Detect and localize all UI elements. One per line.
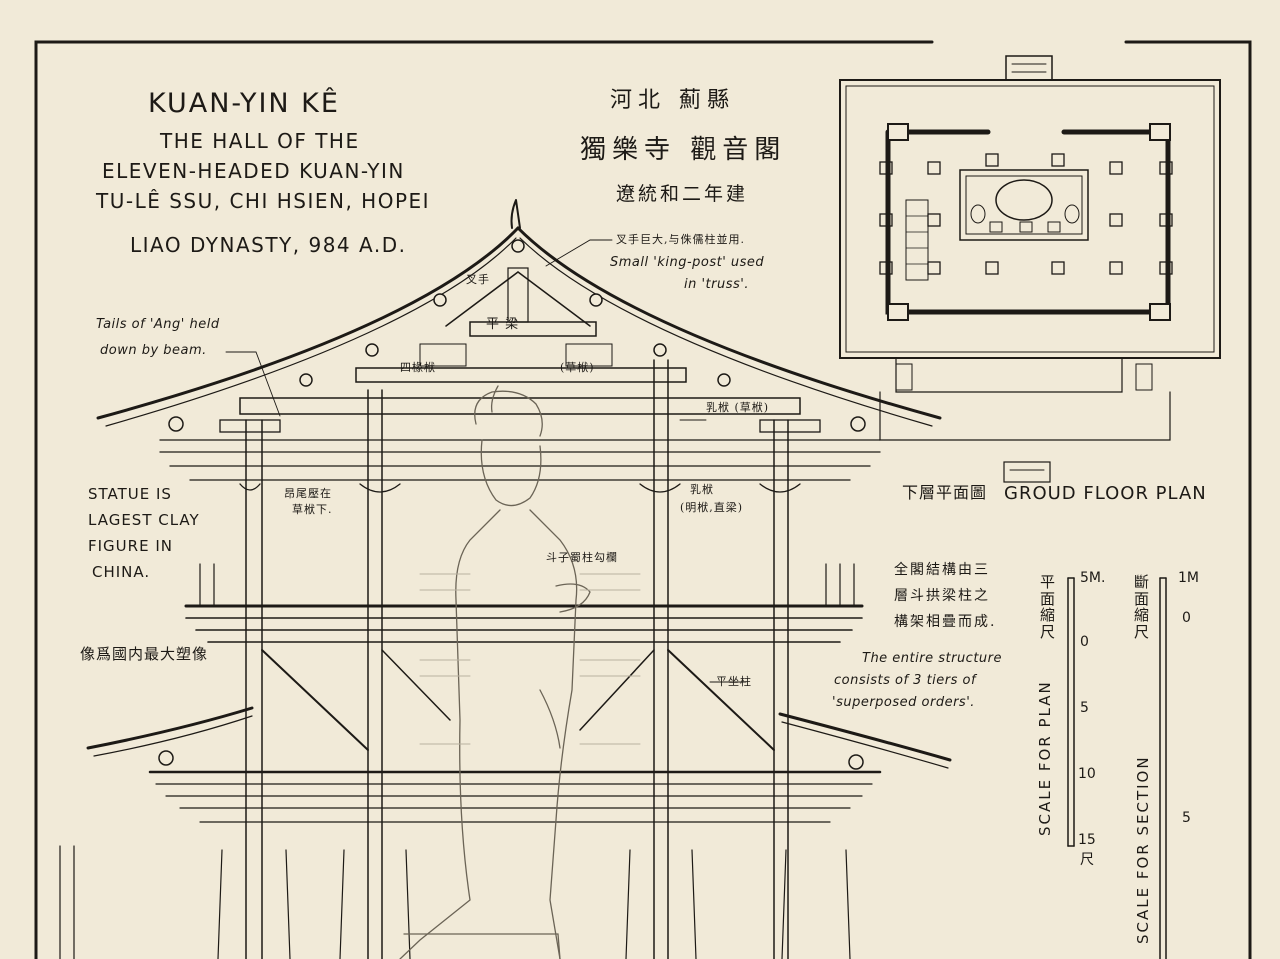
structure-note-en-2: consists of 3 tiers of	[834, 673, 977, 688]
section-scale-tick-0: 0	[1182, 610, 1191, 626]
plan-scale-tick-5: 5	[1080, 700, 1089, 716]
statue-note-cn: 像爲國内最大塑像	[80, 645, 209, 663]
pingzuo-label-cn: 平坐柱	[716, 675, 752, 688]
structure-note-cn-3: 構架相疊而成.	[894, 614, 997, 630]
leader-lines	[225, 239, 747, 683]
title-line-1: THE HALL OF THE	[160, 129, 360, 153]
title-line-3: TU-LÊ SSU, CHI HSIEN, HOPEI	[96, 189, 431, 213]
statue-note-3: FIGURE IN	[88, 537, 173, 555]
railing-label-cn: 斗子蜀柱勾欄	[546, 551, 618, 564]
plan-scale-unit: 5M.	[1080, 570, 1106, 586]
plan-scale-cn: 平面縮尺	[1040, 573, 1056, 641]
upper-brackets	[159, 419, 881, 493]
ang-note-cn-2: 草栿下.	[292, 503, 333, 516]
statue-note-4: CHINA.	[92, 563, 151, 581]
king-post-note-cn: 叉手巨大,与侏儒柱並用.	[616, 233, 745, 246]
sheet-border	[34, 40, 1252, 959]
plan-scale-tick-15: 15	[1078, 832, 1096, 848]
chinese-title-line-1: 河北 薊縣	[610, 88, 735, 113]
title-main: KUAN-YIN KÊ	[148, 88, 340, 119]
plan-scale-tick-0: 0	[1080, 634, 1089, 650]
plan-scale-end-cn: 尺	[1080, 852, 1094, 868]
title-line-2: ELEVEN-HEADED KUAN-YIN	[102, 159, 405, 183]
structure-note-en-1: The entire structure	[862, 651, 1003, 666]
plan-scale-tick-10: 10	[1078, 766, 1096, 782]
plan-label-cn: 下層平面圖	[902, 483, 988, 502]
ang-note-cn-1: 昂尾壓在	[284, 487, 332, 500]
sichuanfu-label: 四椽栿	[400, 361, 436, 374]
structure-note-en-3: 'superposed orders'.	[832, 695, 975, 710]
scale-bars	[1067, 577, 1167, 959]
lower-columns	[59, 845, 851, 959]
plan-label-en: GROUD FLOOR PLAN	[1004, 483, 1207, 504]
structure-note-cn-1: 全閣結構由三	[894, 562, 990, 578]
roof-section	[96, 199, 942, 432]
lower-eave	[86, 706, 952, 823]
ang-tails-note-2: down by beam.	[100, 343, 207, 358]
king-post-note-en-2: in 'truss'.	[684, 277, 749, 292]
title-line-4: LIAO DYNASTY, 984 A.D.	[130, 233, 407, 257]
plan-scale-en: SCALE FOR PLAN	[1036, 680, 1054, 836]
section-scale-unit: 1M	[1178, 570, 1199, 586]
rufu-caofu-label: 乳栿 (草栿)	[706, 401, 770, 414]
caofu-label: (草栿)	[560, 361, 595, 374]
columns	[245, 359, 789, 959]
statue-figure	[399, 385, 591, 959]
middle-floor	[184, 563, 864, 751]
king-post-note-en-1: Small 'king-post' used	[610, 255, 765, 270]
pingliang-label: 平 梁	[486, 317, 520, 332]
chinese-title-line-2: 獨樂寺 觀音閣	[580, 135, 787, 165]
chinese-title-line-3: 遼統和二年建	[616, 183, 749, 205]
structure-note-cn-2: 層斗拱梁柱之	[894, 588, 990, 604]
mingfu-label: (明栿,直梁)	[680, 501, 744, 514]
section-scale-tick-5: 5	[1182, 810, 1191, 826]
rufu-label: 乳栿	[690, 483, 714, 496]
section-scale-cn: 斷面縮尺	[1134, 573, 1150, 641]
statue-note-2: LAGEST CLAY	[88, 511, 200, 529]
chashou-label: 叉手	[466, 273, 490, 286]
background-faint-lines	[419, 573, 641, 745]
ground-floor-plan	[839, 55, 1221, 483]
section-scale-en: SCALE FOR SECTION	[1134, 755, 1152, 944]
statue-note-1: STATUE IS	[88, 485, 172, 503]
ang-tails-note-1: Tails of 'Ang' held	[96, 317, 220, 332]
